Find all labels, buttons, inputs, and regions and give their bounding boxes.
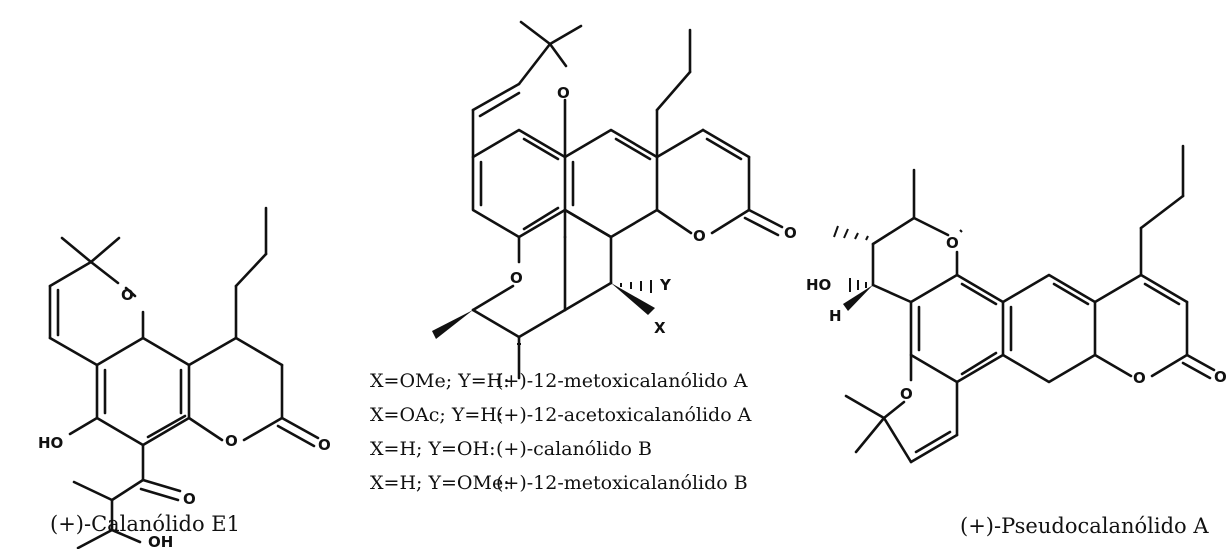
variant-row: X=H; Y=OMe:(+)-12-metoxicalanólido B	[370, 472, 748, 494]
compound-name-left: (+)-Calanólido E1	[50, 512, 240, 536]
variant-name: (+)-12-metoxicalanólido A	[496, 370, 748, 392]
atom-label: O	[1133, 369, 1146, 387]
atom-label: O	[183, 490, 196, 508]
atom-label: O	[121, 286, 134, 304]
compound-name-right: (+)-Pseudocalanólido A	[960, 514, 1209, 538]
variant-row: X=OAc; Y=H:(+)-12-acetoxicalanólido A	[370, 404, 751, 426]
structure-calanolido-core: O O O O Y X	[432, 20, 797, 380]
atom-label: O	[510, 269, 523, 287]
atom-label: HO	[806, 276, 831, 294]
variant-name: (+)-calanólido B	[496, 438, 652, 460]
atom-label: O	[693, 227, 706, 245]
variant-substituents: X=H; Y=OMe:	[370, 472, 510, 494]
atom-label: H	[829, 307, 842, 325]
variant-substituents: X=OMe; Y=H:	[370, 370, 510, 392]
atom-label: O	[225, 432, 238, 450]
atom-label: O	[1214, 368, 1227, 386]
variant-name: (+)-12-acetoxicalanólido A	[496, 404, 752, 426]
atom-label: Y	[659, 276, 672, 294]
variant-substituents: X=OAc; Y=H:	[370, 404, 504, 426]
variant-substituents: X=H; Y=OH:	[370, 438, 496, 460]
structure-pseudocalanolido-a: HO H O O O O	[806, 144, 1227, 464]
atom-label: X	[654, 319, 666, 337]
atom-label: O	[946, 234, 959, 252]
variant-row: X=OMe; Y=H:(+)-12-metoxicalanólido A	[370, 370, 747, 392]
atom-label: O	[900, 385, 913, 403]
structure-calanolido-e1: HO O O O O OH	[38, 206, 331, 549]
atom-label: O	[318, 436, 331, 454]
atom-label: O	[784, 224, 797, 242]
variant-row: X=H; Y=OH:(+)-calanólido B	[370, 438, 652, 460]
variant-name: (+)-12-metoxicalanólido B	[496, 472, 748, 494]
atom-label: O	[557, 84, 570, 102]
atom-label: HO	[38, 434, 63, 452]
atom-label: OH	[148, 533, 173, 549]
